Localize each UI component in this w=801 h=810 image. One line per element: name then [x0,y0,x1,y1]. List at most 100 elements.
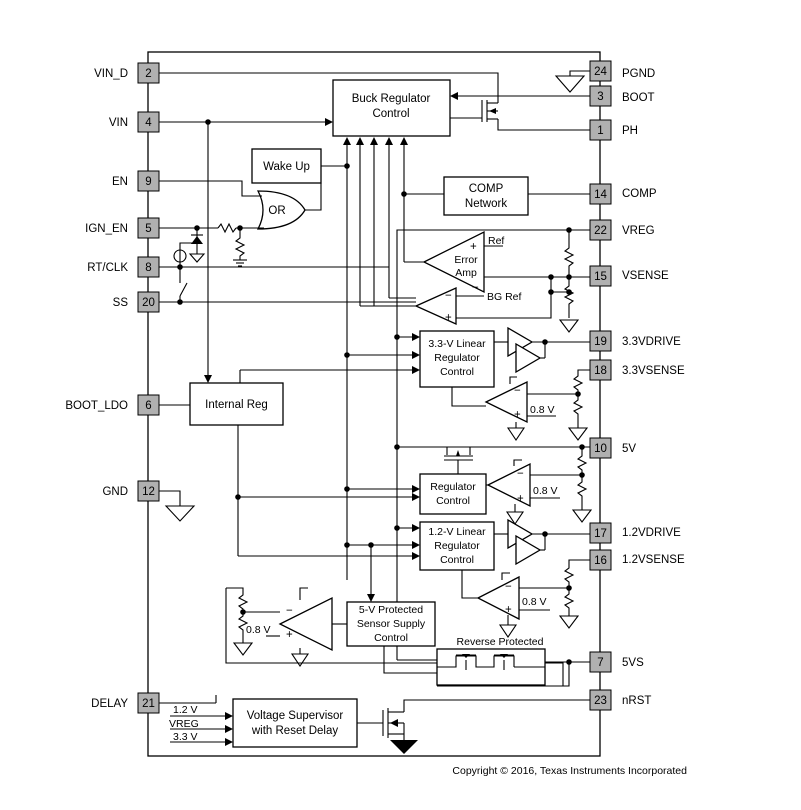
svg-text:+: + [445,312,452,324]
svg-text:COMP: COMP [622,188,657,200]
svg-text:3.3VDRIVE: 3.3VDRIVE [622,336,681,348]
svg-text:9: 9 [145,176,151,188]
svg-text:VREG: VREG [169,718,199,730]
pin-1v2drive: 17 1.2VDRIVE [589,522,681,544]
buck-regulator-block: Buck Regulator Control [332,79,451,137]
regulator-5v-block: Regulator Control [419,473,487,515]
svg-text:VSENSE: VSENSE [622,270,669,282]
svg-text:Regulator: Regulator [430,481,476,493]
pin-pgnd: 24 PGND [589,60,655,82]
pin-3v3drive: 19 3.3VDRIVE [589,330,681,352]
svg-text:22: 22 [594,225,607,237]
svg-text:1.2 V: 1.2 V [173,704,198,716]
svg-text:+: + [470,241,477,253]
svg-text:VIN: VIN [109,117,128,129]
or-gate: OR [256,190,306,230]
svg-text:3: 3 [597,91,603,103]
svg-text:0.8 V: 0.8 V [530,404,555,416]
svg-text:Sensor Supply: Sensor Supply [357,618,426,630]
pin-rt-clk: 8 RT/CLK [87,256,160,278]
svg-text:10: 10 [594,443,607,455]
pin-delay: 21 DELAY [91,692,160,714]
svg-text:21: 21 [142,698,155,710]
svg-text:16: 16 [594,555,607,567]
svg-text:24: 24 [594,66,607,78]
svg-text:PGND: PGND [622,68,655,80]
svg-text:19: 19 [594,336,607,348]
svg-text:nRST: nRST [622,695,651,707]
svg-text:+: + [286,629,293,641]
svg-text:VREG: VREG [622,225,655,237]
svg-text:5-V Protected: 5-V Protected [359,604,423,616]
svg-text:Wake Up: Wake Up [263,161,310,173]
internal-reg-block: Internal Reg [189,382,284,426]
svg-text:23: 23 [594,695,607,707]
svg-text:+: + [505,604,512,616]
svg-text:Ref: Ref [488,235,504,247]
svg-text:DELAY: DELAY [91,698,128,710]
svg-text:Network: Network [465,198,507,210]
svg-text:Regulator: Regulator [434,540,480,552]
pin-en: 9 EN [112,170,160,192]
comp-network-block: COMP Network [443,176,529,216]
bg-ref-amp: − + BG Ref [414,286,522,326]
svg-text:18: 18 [594,365,607,377]
pin-1v2sense: 16 1.2VSENSE [589,549,685,571]
svg-text:EN: EN [112,176,128,188]
svg-text:VIN_D: VIN_D [94,68,128,80]
wake-up-block: Wake Up [251,148,322,184]
svg-text:Buck Regulator: Buck Regulator [352,93,431,105]
svg-text:+: + [514,409,521,421]
svg-text:20: 20 [142,297,155,309]
pin-comp: 14 COMP [589,183,657,205]
svg-text:6: 6 [145,400,151,412]
svg-text:OR: OR [268,205,285,217]
svg-text:3.3VSENSE: 3.3VSENSE [622,365,685,377]
svg-text:8: 8 [145,262,151,274]
svg-text:0.8 V: 0.8 V [522,596,547,608]
svg-text:5VS: 5VS [622,657,644,669]
pin-vsense: 15 VSENSE [589,265,669,287]
svg-text:Control: Control [374,632,408,644]
svg-text:−: − [472,282,479,294]
reverse-protected-label: Reverse Protected [457,636,544,648]
svg-text:−: − [445,290,452,302]
error-amp: Error Amp + − Ref [422,230,504,294]
svg-text:7: 7 [597,657,603,669]
svg-text:BG Ref: BG Ref [487,291,522,303]
svg-text:SS: SS [113,297,129,309]
pin-vin: 4 VIN [109,111,160,133]
ldo-1v2-block: 1.2-V Linear Regulator Control [419,521,495,571]
pin-5v: 10 5V [589,437,636,459]
pin-vreg: 22 VREG [589,219,655,241]
svg-text:Control: Control [440,366,474,378]
svg-text:IGN_EN: IGN_EN [85,223,128,235]
voltage-supervisor-block: Voltage Supervisor with Reset Delay [232,698,358,748]
svg-text:12: 12 [142,486,155,498]
svg-text:Internal Reg: Internal Reg [205,399,268,411]
svg-text:PH: PH [622,125,638,137]
pin-vin-d: 2 VIN_D [94,62,160,84]
pin-5vs: 7 5VS [589,651,644,673]
pin-boot-ldo: 6 BOOT_LDO [65,394,160,416]
sensor-supply-block: 5-V Protected Sensor Supply Control [346,601,436,647]
svg-text:5V: 5V [622,443,636,455]
svg-text:0.8 V: 0.8 V [533,485,558,497]
pin-ph: 1 PH [589,119,638,141]
svg-text:5: 5 [145,223,151,235]
pin-ign-en: 5 IGN_EN [85,217,160,239]
pin-boot: 3 BOOT [589,85,655,107]
svg-text:−: − [286,605,293,617]
svg-text:0.8 V: 0.8 V [246,624,271,636]
svg-text:BOOT: BOOT [622,92,655,104]
svg-text:1: 1 [597,125,603,137]
svg-text:1.2VDRIVE: 1.2VDRIVE [622,527,681,539]
svg-text:−: − [514,385,521,397]
svg-text:15: 15 [594,271,607,283]
svg-text:Error: Error [454,254,478,266]
svg-text:Control: Control [440,554,474,566]
svg-text:Regulator: Regulator [434,352,480,364]
svg-text:−: − [517,468,524,480]
svg-text:1.2-V Linear: 1.2-V Linear [428,526,486,538]
svg-text:Voltage Supervisor: Voltage Supervisor [247,710,344,722]
